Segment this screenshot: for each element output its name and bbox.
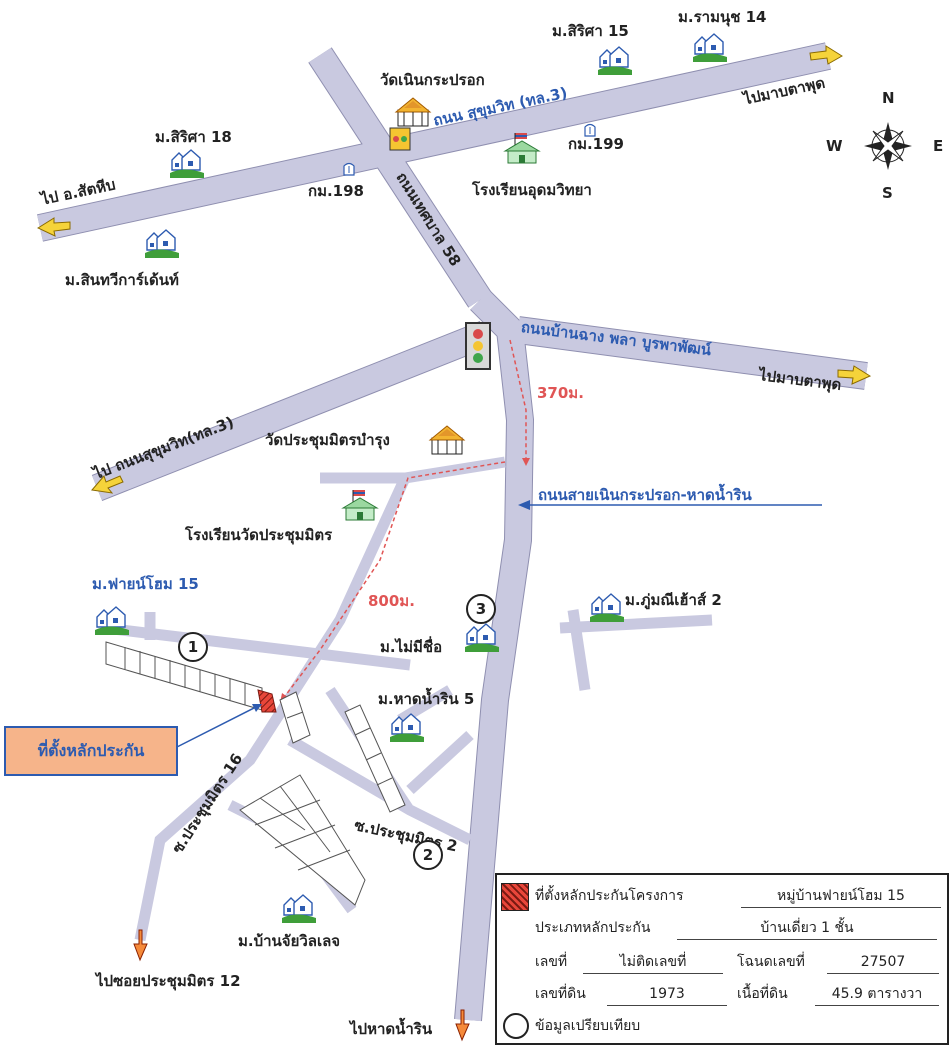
compass-e: E (933, 137, 944, 155)
legend-deed-label: โฉนดเลขที่ (737, 954, 805, 970)
callout-pointer (174, 705, 259, 749)
collateral-callout: ที่ตั้งหลักประกัน (4, 726, 178, 776)
school-icon (342, 489, 378, 521)
m-hat-namrin5-label: ม.หาดน้ำริน 5 (378, 690, 475, 708)
legend-area-value: 45.9 ตารางวา (815, 983, 939, 1006)
legend-land-value: 1973 (607, 983, 727, 1006)
distance-lines (281, 339, 527, 701)
to-hat-namrin-label: ไปหาดน้ำริน (350, 1020, 433, 1038)
compass-s: S (882, 184, 893, 202)
m-fine-home15-label: ม.ฟายน์โฮม 15 (92, 575, 199, 593)
to-soi12-label: ไปซอยประชุมมิตร 12 (96, 972, 241, 990)
m-sirisa15-label: ม.สิริศา 15 (552, 22, 629, 40)
legend-site-label: ที่ตั้งหลักประกันโครงการ (535, 888, 684, 904)
traffic-light-icon (465, 322, 491, 370)
legend-type-label: ประเภทหลักประกัน (535, 920, 651, 936)
m-phummanee-label: ม.ภู่มณีเฮ้าส์ 2 (625, 591, 722, 609)
legend-no-value: ไม่ติดเลขที่ (583, 951, 723, 974)
legend-deed-value: 27507 (827, 951, 939, 974)
compass-n: N (882, 89, 895, 107)
comparable-swatch (503, 1013, 529, 1039)
legend-table: ที่ตั้งหลักประกันโครงการ หมู่บ้านฟายน์โฮ… (495, 873, 949, 1045)
wat-noen-label: วัดเนินกระปรอก (380, 71, 485, 89)
m-sinthawee-label: ม.สินทวีการ์เด้นท์ (65, 271, 179, 289)
village-icon (144, 229, 180, 259)
distance-800-label: 800ม. (368, 592, 415, 610)
village-icon (169, 149, 205, 179)
km198-label: กม.198 (308, 182, 364, 200)
village-icon (692, 33, 728, 63)
village-icon (389, 713, 425, 743)
sai-noen-road-label: ถนนสายเนินกระปรอก-หาดน้ำริน (538, 486, 752, 504)
comparable-marker-2: 2 (413, 840, 443, 870)
traffic-light-icon (389, 127, 411, 151)
km-marker-icon (343, 162, 355, 176)
distance-370-label: 370ม. (537, 384, 584, 402)
subdivision-blocks (105, 641, 406, 906)
school-prachum-label: โรงเรียนวัดประชุมมิตร (185, 526, 333, 544)
wat-prachum-label: วัดประชุมมิตรบำรุง (265, 431, 390, 449)
legend-land-label: เลขที่ดิน (535, 986, 586, 1002)
temple-icon (395, 97, 431, 127)
m-sirisa18-label: ม.สิริศา 18 (155, 128, 232, 146)
village-icon (589, 593, 625, 623)
compass-w: W (826, 137, 843, 155)
km199-label: กม.199 (568, 135, 624, 153)
m-ramanut14-label: ม.รามนุช 14 (678, 8, 767, 26)
village-icon (597, 46, 633, 76)
collateral-swatch (501, 883, 529, 911)
comparable-marker-1: 1 (178, 632, 208, 662)
direction-arrows (36, 45, 872, 1042)
school-udom-label: โรงเรียนอุดมวิทยา (472, 181, 592, 199)
m-ban-chai-label: ม.บ้านจัยวิลเลจ (238, 932, 341, 950)
temple-icon (429, 425, 465, 455)
village-icon (94, 606, 130, 636)
m-mai-mee-chue-label: ม.ไม่มีชื่อ (380, 638, 443, 656)
legend-type-value: บ้านเดี่ยว 1 ชั้น (677, 917, 937, 940)
legend-no-label: เลขที่ (535, 954, 568, 970)
village-icon (281, 894, 317, 924)
legend-compare-label: ข้อมูลเปรียบเทียบ (535, 1018, 641, 1034)
comparable-marker-3: 3 (466, 594, 496, 624)
legend-project: หมู่บ้านฟายน์โฮม 15 (741, 885, 941, 908)
legend-area-label: เนื้อที่ดิน (737, 986, 788, 1002)
compass-icon (864, 122, 912, 170)
